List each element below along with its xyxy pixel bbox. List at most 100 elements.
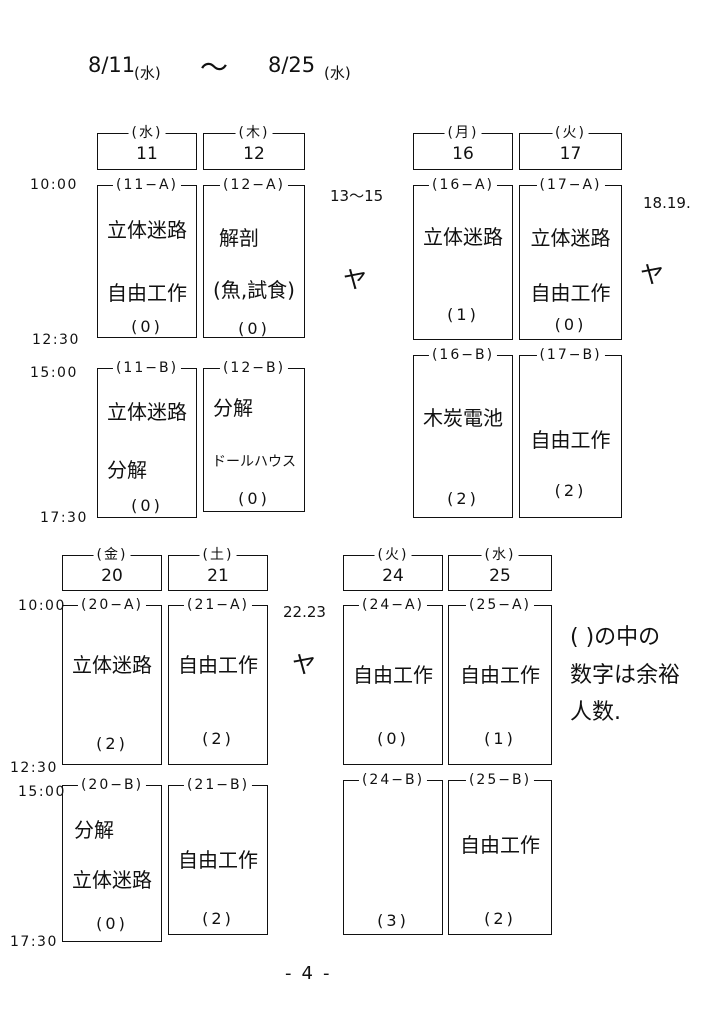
break-mark: ヤ xyxy=(640,261,664,289)
session-box-24-a: (24−A) 自由工作 (0) xyxy=(343,597,443,765)
activity-label: 立体迷路 xyxy=(530,226,611,250)
date-label: 25 xyxy=(489,566,511,586)
time-label-am-start: 10:00 xyxy=(18,598,66,614)
session-code: (16−A) xyxy=(428,177,498,193)
session-box-16-b: (16−B) 木炭電池 (2) xyxy=(413,347,513,518)
time-label-am-start: 10:00 xyxy=(30,177,78,193)
time-label-pm-start: 15:00 xyxy=(30,365,78,381)
available-seats-count: (2) xyxy=(202,729,234,748)
weekday-label: (土) xyxy=(199,547,237,563)
title-separator: 〜 xyxy=(200,51,229,84)
weekday-label: (火) xyxy=(552,125,589,141)
activity-label: (魚,試食) xyxy=(213,278,295,302)
session-box-17-a: (17−A) 立体迷路 自由工作 (0) xyxy=(519,177,622,340)
break-days-label: 22.23 xyxy=(283,603,326,621)
day-header-17: (火) 17 xyxy=(519,125,622,170)
session-box-21-a: (21−A) 自由工作 (2) xyxy=(168,597,268,765)
activity-label: 立体迷路 xyxy=(72,868,152,892)
session-code: (11−A) xyxy=(112,177,182,193)
time-label-am-end: 12:30 xyxy=(32,332,80,348)
weekday-label: (木) xyxy=(235,125,273,141)
session-box-12-a: (12−A) 解剖 (魚,試食) (0) xyxy=(203,177,305,338)
time-label-pm-start: 15:00 xyxy=(18,784,66,800)
title-end-date: 8/25 xyxy=(268,53,316,77)
session-code: (12−B) xyxy=(219,360,289,376)
session-code: (24−A) xyxy=(358,597,428,613)
day-header-20: (金) 20 xyxy=(62,547,162,591)
activity-label: 自由工作 xyxy=(460,833,540,857)
time-label-pm-end: 17:30 xyxy=(10,934,58,950)
weekday-label: (月) xyxy=(444,125,482,141)
activity-label: 解剖 xyxy=(219,226,259,250)
weekday-label: (水) xyxy=(481,547,519,563)
available-seats-count: (0) xyxy=(131,496,163,515)
weekday-label: (金) xyxy=(93,547,131,563)
session-box-11-a: (11−A) 立体迷路 自由工作 (0) xyxy=(97,177,197,338)
session-code: (17−B) xyxy=(536,347,605,363)
date-label: 16 xyxy=(452,144,474,164)
date-label: 24 xyxy=(382,566,404,586)
day-header-21: (土) 21 xyxy=(168,547,268,591)
activity-label: 立体迷路 xyxy=(423,225,503,249)
available-seats-count: (2) xyxy=(484,909,516,928)
date-label: 12 xyxy=(243,144,265,164)
date-label: 21 xyxy=(207,566,229,586)
available-seats-count: (1) xyxy=(484,729,516,748)
note-line: 数字は余裕 xyxy=(570,663,681,688)
activity-label: 分解 xyxy=(107,458,147,482)
session-code: (25−A) xyxy=(465,597,535,613)
available-seats-count: (0) xyxy=(554,315,587,334)
session-box-25-a: (25−A) 自由工作 (1) xyxy=(448,597,552,765)
weekday-label: (水) xyxy=(128,125,166,141)
session-code: (21−B) xyxy=(183,777,253,793)
available-seats-count: (2) xyxy=(202,909,234,928)
date-label: 11 xyxy=(136,144,158,164)
time-label-pm-end: 17:30 xyxy=(40,510,88,526)
activity-label: 分解 xyxy=(213,396,253,420)
available-seats-count: (0) xyxy=(238,489,270,508)
note-line: ( )の中の xyxy=(570,625,661,650)
activity-label: 立体迷路 xyxy=(107,218,187,242)
note-line: 人数. xyxy=(570,700,621,725)
break-mark: ヤ xyxy=(292,651,316,679)
available-seats-count: (0) xyxy=(96,914,128,933)
day-header-11: (水) 11 xyxy=(97,125,197,170)
day-header-16: (月) 16 xyxy=(413,125,513,170)
session-code: (25−B) xyxy=(465,772,535,788)
activity-label: 自由工作 xyxy=(460,663,540,687)
session-box-11-b: (11−B) 立体迷路 分解 (0) xyxy=(97,360,197,518)
title-end-weekday: (水) xyxy=(324,64,351,82)
day-header-12: (木) 12 xyxy=(203,125,305,170)
available-seats-count: (2) xyxy=(96,734,128,753)
session-box-12-b: (12−B) 分解 ドールハウス (0) xyxy=(203,360,305,512)
session-box-20-b: (20−B) 分解 立体迷路 (0) xyxy=(62,777,162,942)
day-header-24: (火) 24 xyxy=(343,547,443,591)
break-days-label: 18.19. xyxy=(643,194,691,212)
activity-label: 自由工作 xyxy=(353,663,433,687)
weekday-label: (火) xyxy=(374,547,412,563)
available-seats-count: (2) xyxy=(447,489,479,508)
session-box-25-b: (25−B) 自由工作 (2) xyxy=(448,772,552,935)
available-seats-count: (3) xyxy=(377,911,409,930)
session-code: (21−A) xyxy=(183,597,253,613)
session-code: (20−A) xyxy=(77,597,147,613)
activity-label: ドールハウス xyxy=(212,454,296,470)
date-label: 20 xyxy=(101,566,123,586)
session-box-16-a: (16−A) 立体迷路 (1) xyxy=(413,177,513,340)
session-code: (11−B) xyxy=(112,360,182,376)
date-label: 17 xyxy=(559,144,582,164)
activity-label: 立体迷路 xyxy=(107,400,187,424)
time-label-am-end: 12:30 xyxy=(10,760,58,776)
title-start-weekday: (水) xyxy=(134,64,161,82)
session-code: (16−B) xyxy=(428,347,498,363)
session-code: (12−A) xyxy=(219,177,289,193)
available-seats-count: (0) xyxy=(131,317,163,336)
title-start-date: 8/11 xyxy=(88,53,136,77)
activity-label: 自由工作 xyxy=(107,281,187,305)
session-box-20-a: (20−A) 立体迷路 (2) xyxy=(62,597,162,765)
session-box-17-b: (17−B) 自由工作 (2) xyxy=(519,347,622,518)
activity-label: 自由工作 xyxy=(530,428,611,452)
break-days-label: 13〜15 xyxy=(330,187,384,205)
activity-label: 自由工作 xyxy=(178,653,258,677)
